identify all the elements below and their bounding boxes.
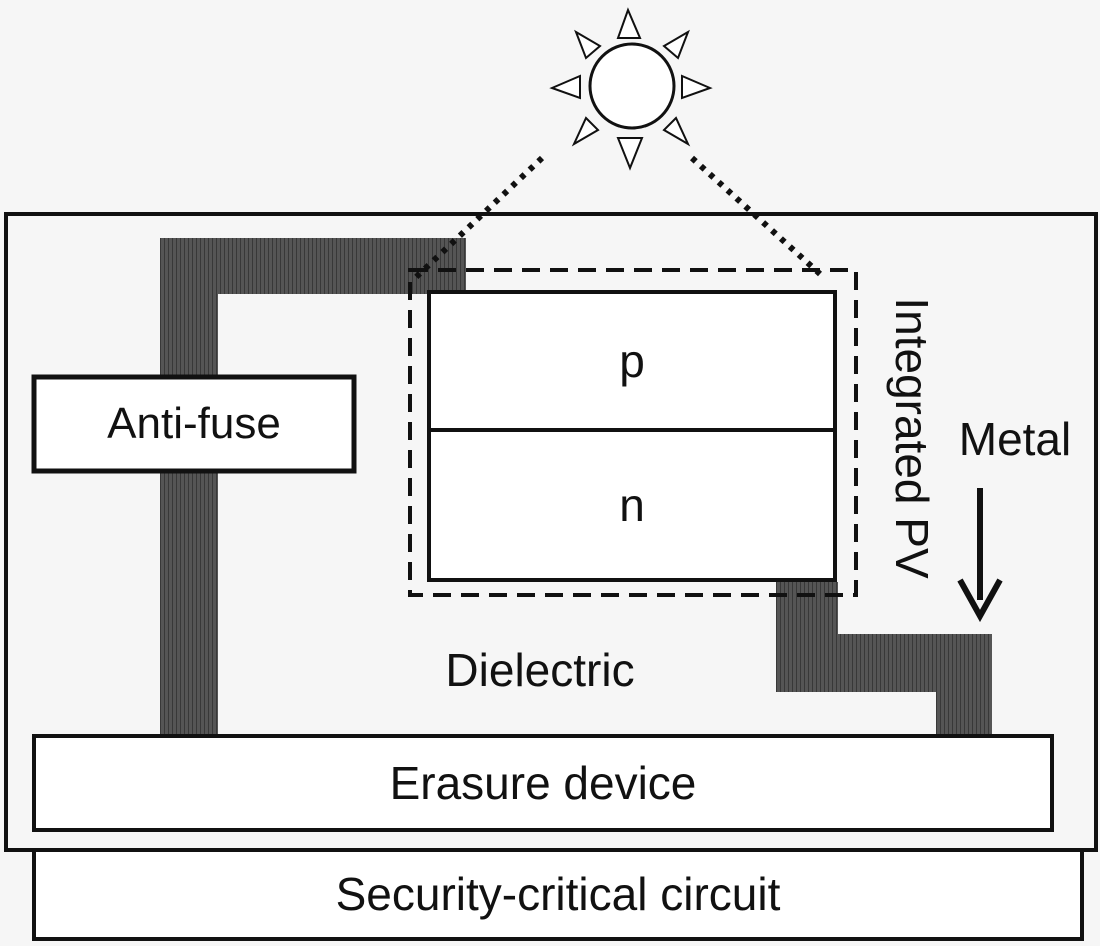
security-critical-circuit-label: Security-critical circuit	[335, 868, 781, 920]
integrated-pv-label: Integrated PV	[886, 297, 938, 579]
metal-trace-left	[160, 238, 466, 738]
n-layer-label: n	[619, 479, 645, 531]
n-layer-box	[427, 428, 837, 582]
p-layer-box	[427, 290, 837, 432]
metal-label: Metal	[958, 413, 1072, 465]
light-ray-left	[410, 155, 545, 283]
p-layer-label: p	[619, 335, 645, 387]
light-ray-right	[689, 155, 823, 277]
erasure-device-box	[32, 734, 1054, 832]
erasure-device-label: Erasure device	[389, 757, 697, 809]
metal-trace-right	[776, 582, 992, 738]
arrow-down-icon	[957, 488, 1003, 623]
security-critical-circuit-box	[32, 843, 1084, 941]
dielectric-label: Dielectric	[445, 644, 635, 696]
anti-fuse-label: Anti-fuse	[107, 399, 281, 448]
pv-dashed-boundary	[408, 268, 858, 597]
anti-fuse-box	[31, 374, 357, 474]
sun-icon	[549, 7, 713, 171]
